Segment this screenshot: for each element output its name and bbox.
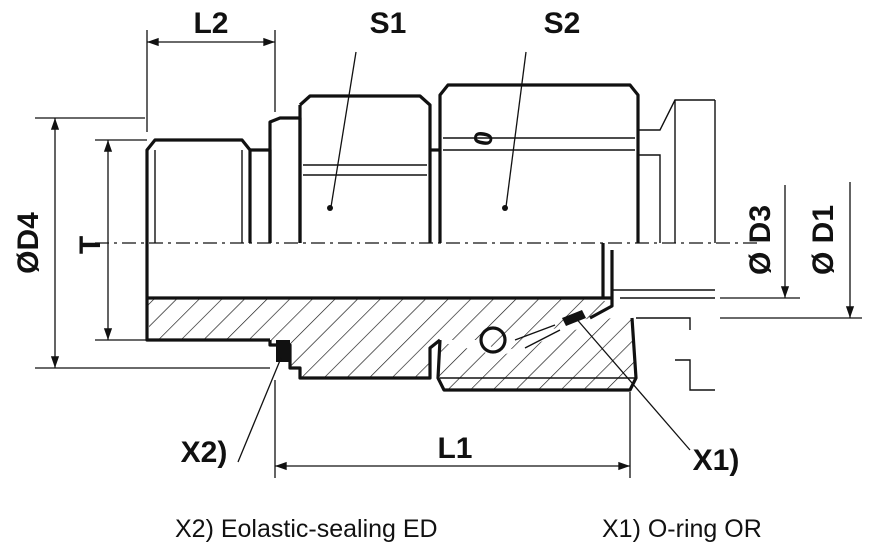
o-ring-or [479, 326, 507, 354]
nut-marking: 0 [467, 129, 499, 148]
label-l2: L2 [193, 7, 228, 40]
label-d4: ØD4 [12, 212, 45, 274]
hex-s2-nut [436, 83, 640, 392]
note-x1: X1) O-ring OR [602, 515, 762, 543]
dim-d1 [720, 182, 862, 319]
tube-connection [612, 99, 716, 391]
leader-s2 [505, 51, 527, 208]
leader-x1 [573, 315, 691, 451]
dim-l1 [274, 380, 631, 478]
label-d1: Ø D1 [807, 205, 840, 275]
callout-x2: X2) [181, 436, 228, 469]
body-section-hatch [147, 298, 612, 378]
leader-x2 [237, 357, 282, 463]
leader-s1 [330, 51, 357, 208]
label-d3: Ø D3 [744, 205, 777, 275]
dim-d3 [720, 185, 800, 299]
cutting-ring [514, 243, 614, 349]
label-s1: S1 [370, 7, 407, 40]
hex-s1 [298, 94, 440, 243]
note-x2: X2) Eolastic-sealing ED [175, 515, 438, 543]
callout-x1: X1) [693, 444, 740, 477]
label-l1: L1 [437, 432, 472, 465]
dim-l2 [146, 30, 276, 132]
dim-d4 [35, 117, 270, 369]
dim-t [95, 139, 147, 341]
nut-section-hatch [438, 315, 636, 390]
sealing-ring-ed [276, 340, 290, 362]
label-s2: S2 [544, 7, 581, 40]
label-t: T [74, 236, 107, 254]
